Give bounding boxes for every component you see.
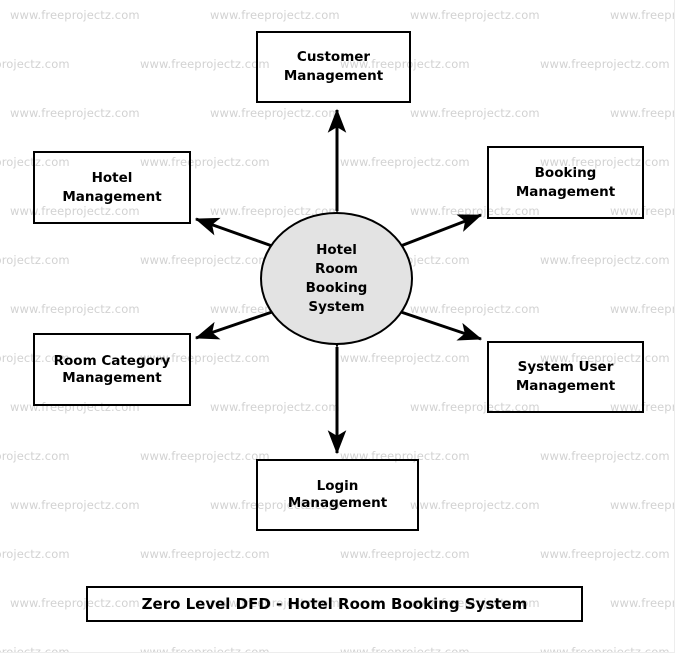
diagram-caption: Zero Level DFD - Hotel Room Booking Syst… (86, 586, 583, 622)
entity-room-category-management-label: Room Category Management (53, 352, 171, 386)
process-hotel-room-booking-system[interactable]: Hotel Room Booking System (260, 212, 413, 345)
entity-system-user-management[interactable]: System User Management (487, 341, 644, 413)
flow-process-booking (373, 213, 483, 264)
entity-system-user-management-label: System User Management (515, 359, 616, 394)
entity-customer-management-label: Customer Management (283, 49, 384, 84)
entity-login-management-label: Login Management (287, 478, 388, 511)
entity-room-category-management[interactable]: Room Category Management (33, 333, 191, 406)
flow-process-room-category (194, 294, 300, 340)
diagram-caption-label: Zero Level DFD - Hotel Room Booking Syst… (141, 595, 528, 613)
entity-booking-management[interactable]: Booking Management (487, 146, 644, 219)
flow-process-system-user (373, 294, 483, 341)
entity-hotel-management[interactable]: Hotel Management (33, 151, 191, 224)
entity-login-management[interactable]: Login Management (256, 459, 419, 531)
entity-booking-management-label: Booking Management (515, 164, 616, 200)
process-label: Hotel Room Booking System (305, 241, 368, 315)
flow-process-hotel (194, 217, 300, 264)
entity-customer-management[interactable]: Customer Management (256, 31, 411, 103)
entity-hotel-management-label: Hotel Management (62, 169, 162, 205)
